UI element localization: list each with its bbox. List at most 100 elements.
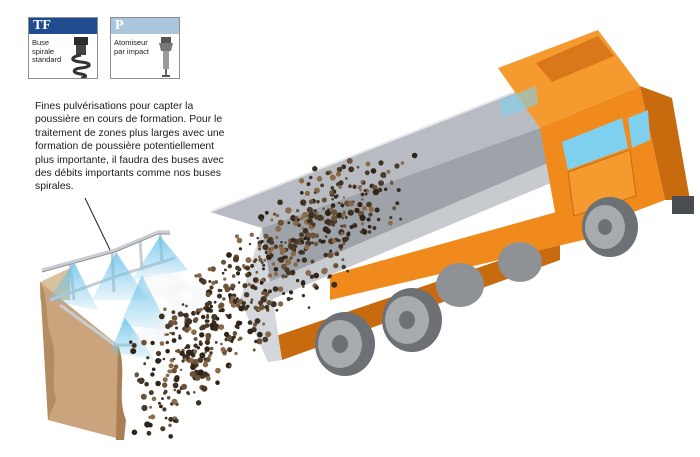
- gravel-particle: [185, 318, 193, 325]
- nozzle-code-tf: TF: [29, 18, 97, 34]
- gravel-particle: [257, 243, 262, 248]
- gravel-particle: [232, 256, 239, 263]
- gravel-particle: [352, 223, 358, 228]
- gravel-particle: [258, 300, 264, 306]
- gravel-particle: [310, 232, 316, 239]
- gravel-particle: [324, 209, 332, 217]
- gravel-particle: [206, 315, 210, 319]
- gravel-particle: [165, 323, 171, 330]
- gravel-particle: [340, 231, 344, 236]
- gravel-particle: [201, 314, 206, 320]
- gravel-particle: [305, 270, 312, 276]
- gravel-particle: [341, 258, 345, 262]
- gravel-particle: [275, 308, 279, 312]
- gravel-particle: [221, 271, 225, 275]
- gravel-particle: [185, 304, 188, 308]
- gravel-particle: [169, 331, 172, 335]
- gravel-particle: [348, 166, 355, 173]
- gravel-particle: [313, 191, 317, 195]
- gravel-particle: [306, 182, 311, 187]
- gravel-particle: [338, 180, 344, 186]
- gravel-particle: [205, 356, 211, 363]
- gravel-particle: [302, 211, 309, 219]
- gravel-particle: [346, 157, 353, 164]
- gravel-particle: [272, 212, 277, 216]
- gravel-particle: [173, 419, 176, 423]
- gravel-particle: [171, 338, 177, 343]
- gravel-particle: [209, 304, 213, 309]
- gravel-particle: [396, 187, 401, 193]
- gravel-particle: [218, 302, 225, 309]
- gravel-particle: [178, 336, 182, 340]
- gravel-particle: [298, 178, 305, 184]
- gravel-particle: [194, 274, 198, 278]
- gravel-particle: [131, 343, 137, 348]
- gravel-particle: [209, 285, 214, 290]
- gravel-particle: [257, 247, 262, 251]
- gravel-particle: [342, 236, 348, 243]
- gravel-particle: [361, 229, 368, 235]
- gravel-particle: [213, 300, 217, 304]
- gravel-particle: [155, 380, 161, 387]
- gravel-particle: [237, 338, 241, 342]
- gravel-particle: [331, 238, 337, 244]
- gravel-particle: [155, 350, 162, 357]
- gravel-particle: [340, 203, 345, 208]
- gravel-particle: [165, 348, 170, 354]
- gravel-particle: [245, 273, 250, 278]
- gravel-particle: [207, 267, 212, 272]
- gravel-particle: [236, 320, 242, 326]
- gravel-particle: [303, 236, 307, 240]
- gravel-particle: [150, 340, 155, 346]
- gravel-particle: [131, 429, 138, 436]
- gravel-particle: [359, 230, 363, 234]
- gravel-particle: [359, 188, 362, 192]
- gravel-particle: [341, 216, 345, 220]
- gravel-particle: [162, 407, 167, 412]
- gravel-particle: [277, 301, 284, 307]
- rear-wheels: [315, 242, 542, 376]
- gravel-particle: [357, 201, 363, 208]
- gravel-particle: [284, 241, 287, 244]
- gravel-particle: [209, 322, 216, 329]
- gravel-particle: [275, 213, 280, 218]
- gravel-particle: [226, 252, 232, 258]
- gravel-particle: [171, 398, 178, 405]
- gravel-particle: [138, 378, 144, 385]
- gravel-particle: [290, 245, 297, 252]
- gravel-particle: [258, 214, 265, 221]
- gravel-particle: [198, 341, 203, 346]
- spray-rail-shadow: [41, 233, 170, 273]
- gravel-particle: [171, 315, 178, 321]
- gravel-particle: [307, 306, 311, 309]
- gravel-particle: [173, 320, 178, 326]
- gravel-particle: [344, 200, 350, 206]
- gravel-particle: [253, 305, 259, 311]
- gravel-particle: [199, 352, 206, 359]
- gravel-particle: [172, 357, 176, 361]
- gravel-particle: [333, 263, 339, 269]
- gravel-particle: [281, 274, 286, 279]
- gravel-particle: [211, 280, 216, 286]
- gravel-particle: [254, 258, 258, 262]
- gravel-particle: [227, 293, 233, 298]
- gravel-particle: [349, 225, 354, 229]
- gravel-particle: [338, 244, 344, 249]
- gravel-particle: [313, 241, 319, 247]
- gravel-particle: [193, 337, 198, 341]
- gravel-particle: [389, 216, 393, 220]
- gravel-particle: [314, 285, 319, 290]
- gravel-particle: [286, 296, 291, 302]
- gravel-particle: [320, 183, 324, 188]
- gravel-particle: [366, 217, 371, 222]
- gravel-particle: [227, 347, 233, 353]
- gravel-particle: [399, 217, 403, 221]
- gravel-particle: [189, 371, 196, 378]
- loading-wall: [40, 268, 126, 440]
- gravel-particle: [151, 396, 157, 402]
- gravel-particle: [168, 434, 173, 439]
- gravel-particle: [208, 280, 212, 283]
- gravel-particle: [175, 326, 178, 330]
- gravel-particle: [242, 283, 248, 289]
- gravel-particle: [297, 223, 302, 228]
